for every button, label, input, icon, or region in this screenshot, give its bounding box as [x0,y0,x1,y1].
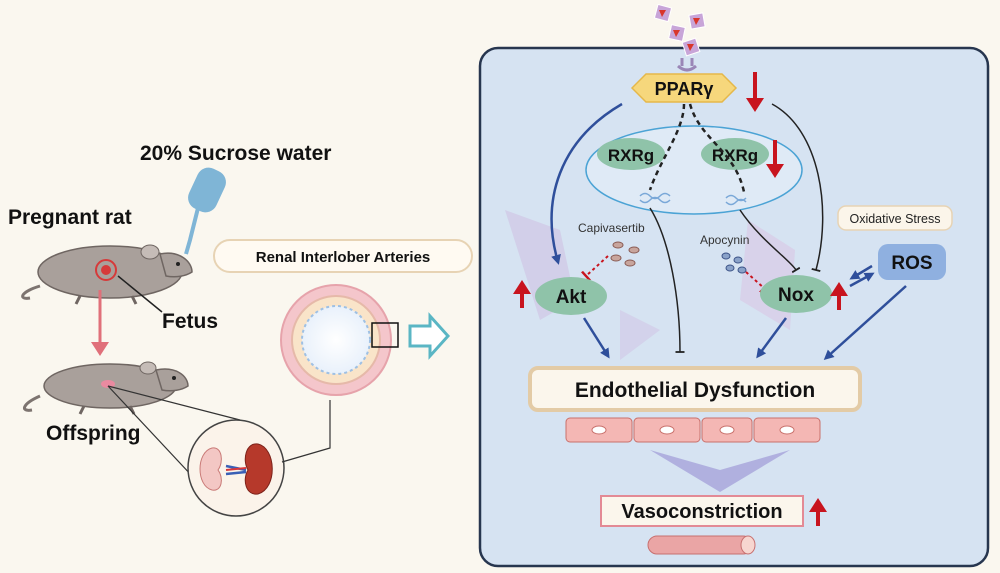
capivasertib-molecule-icon [610,241,640,267]
ros-node [878,244,946,280]
rxr-left-label: RXRg [608,146,654,165]
fetus-pointer [117,275,163,313]
ppar-down-arrow-icon [746,72,764,112]
vasoconstriction-label: Vasoconstriction [621,501,782,523]
ppar-to-dna-right [688,103,746,193]
akt-up-arrow-icon [513,280,531,308]
kidney-zoom [187,419,285,517]
fetus-label: Fetus [162,310,218,333]
akt-node [535,277,607,315]
dna-to-dysfunction-line [649,207,685,353]
pregnant-rat-label: Pregnant rat [8,206,132,229]
akt-label: Akt [556,287,587,308]
capivasertib-label: Capivasertib [578,221,645,235]
ppar-to-akt-arrow [550,102,623,265]
ros-to-dysfunction-arrow [823,285,907,361]
dna-to-nox-line [739,209,801,274]
endothelial-cells [565,417,821,443]
apocynin-label: Apocynin [700,233,749,247]
ppar-to-nox-line [771,103,824,273]
ppar-label: PPARγ [655,79,714,99]
zoom-line-top [107,385,241,421]
sucrose-label: 20% Sucrose water [140,142,331,165]
ppar-to-dna-left [648,103,686,191]
nox-label: Nox [778,285,814,306]
left-panel: 20% Sucrose water Pregnant rat Fetus [8,142,473,517]
nox-to-ros-arrow [849,272,875,288]
ros-to-nox-arrow [849,264,873,280]
renal-label-box [213,239,473,273]
vessel-icon [647,535,756,555]
generation-arrow [91,290,109,356]
down-chevron-icon [650,450,790,492]
zoom-arrow-icon [408,312,451,360]
rxr-right-node [701,138,769,170]
endothelial-dysfunction-box [528,366,862,412]
artery-cross-section [280,284,399,396]
nox-node [760,275,832,313]
dna-left-icon [639,192,671,204]
bg-chevron-mid [620,310,660,360]
rxr-down-arrow-icon [766,140,784,178]
rxr-right-label: RXRg [712,146,758,165]
pathway-panel: PPARγ RXRg RXRg Capivasertib [478,3,990,568]
renal-label: Renal Interlober Arteries [256,249,431,266]
oxidative-stress-label: Oxidative Stress [849,212,940,226]
pregnant-rat-icon [21,244,193,305]
ppar-node [630,73,738,103]
ros-label: ROS [891,253,932,274]
nox-up-arrow-icon [830,282,848,310]
offspring-rat-icon [23,361,189,415]
akt-to-dysfunction-arrow [582,317,610,359]
endothelial-dysfunction-label: Endothelial Dysfunction [575,379,815,402]
apocynin-molecule-icon [721,252,747,274]
dropper-icon [184,167,226,255]
zoom-box [371,322,399,348]
artery-connector [281,400,331,463]
nox-to-dysfunction-arrow [756,317,788,359]
oxidative-stress-box [837,205,953,231]
ligand-icon [653,3,706,72]
vasoconstriction-box [600,495,804,527]
rxr-left-node [597,138,665,170]
capivasertib-inhibit [581,255,609,282]
offspring-label: Offspring [46,422,141,445]
dna-right-icon [725,194,747,206]
vasoconstriction-up-arrow-icon [809,498,827,526]
apocynin-inhibit [745,271,769,294]
